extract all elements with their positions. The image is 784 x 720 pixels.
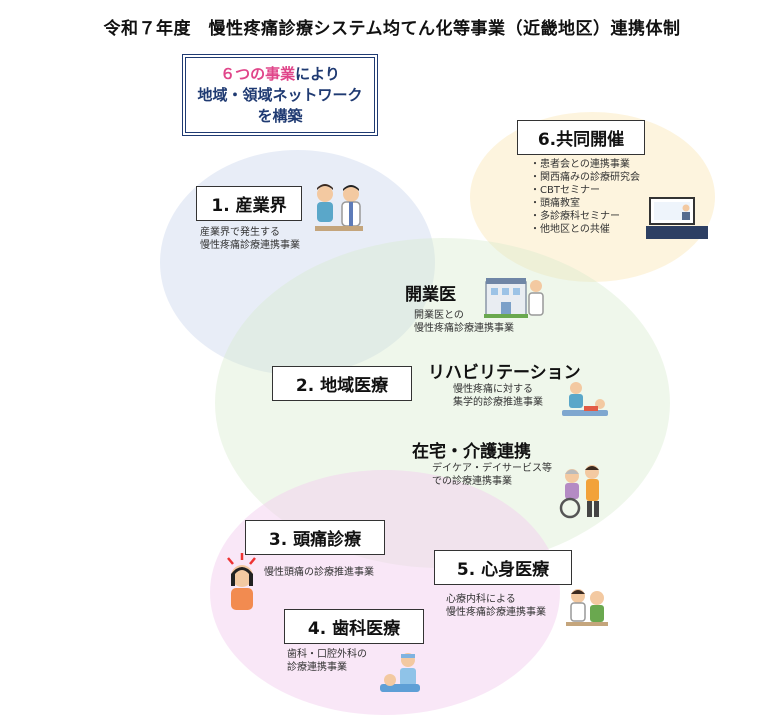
- joint-event-item: ・頭痛教室: [530, 198, 580, 209]
- headache-description: 慢性頭痛の診療推進事業: [264, 566, 374, 579]
- logo-line-1-accent: ６つの事業: [220, 65, 296, 83]
- industry-label-box: 1. 産業界: [196, 186, 302, 221]
- wheelchair-caregiver-icon: [559, 465, 599, 519]
- rehab-desc-line: 集学的診療推進事業: [453, 397, 543, 408]
- industry-description: 産業界で発生する 慢性疼痛診療連携事業: [200, 226, 300, 252]
- dental-label-box: 4. 歯科医療: [284, 609, 424, 644]
- industry-desc-line: 産業界で発生する: [200, 227, 280, 238]
- page-title: 令和７年度 慢性疼痛診療システム均てん化等事業（近畿地区）連携体制: [103, 19, 681, 39]
- doctor-patient-consultation-icon: [315, 184, 363, 231]
- psychosomatic-description: 心療内科による 慢性疼痛診療連携事業: [446, 593, 546, 619]
- psychosomatic-desc-line: 慢性疼痛診療連携事業: [446, 607, 546, 618]
- rehab-description: 慢性疼痛に対する 集学的診療推進事業: [453, 383, 543, 409]
- joint-event-label-box: 6.共同開催: [517, 120, 645, 155]
- industry-desc-line: 慢性疼痛診療連携事業: [200, 240, 300, 251]
- online-seminar-icon: [646, 197, 708, 239]
- logo-line-1: ６つの事業により: [186, 64, 374, 85]
- clinic-desc-line: 慢性疼痛診療連携事業: [414, 323, 514, 334]
- joint-event-item: ・患者会との連携事業: [530, 159, 630, 170]
- psychosomatic-label-box: 5. 心身医療: [434, 550, 572, 585]
- homecare-desc-line: デイケア・デイサービス等: [432, 463, 552, 474]
- clinic-description: 開業医との 慢性疼痛診療連携事業: [414, 309, 514, 335]
- headache-woman-icon: [227, 553, 256, 610]
- joint-event-item: ・関西痛みの診療研究会: [530, 172, 640, 183]
- dental-description: 歯科・口腔外科の 診療連携事業: [287, 648, 367, 674]
- rehab-heading: リハビリテーション: [428, 363, 581, 383]
- homecare-description: デイケア・デイサービス等 での診療連携事業: [432, 462, 552, 488]
- joint-event-item: ・多診療科セミナー: [530, 211, 620, 222]
- clinic-building-doctor-icon: [484, 278, 544, 318]
- homecare-desc-line: での診療連携事業: [432, 476, 512, 487]
- clinic-heading: 開業医: [405, 285, 456, 305]
- logo-line-2: 地域・領域ネットワーク: [197, 86, 363, 104]
- headache-label-box: 3. 頭痛診療: [245, 520, 385, 555]
- dental-desc-line: 歯科・口腔外科の: [287, 649, 367, 660]
- joint-event-item: ・他地区との共催: [530, 224, 610, 235]
- joint-event-item: ・CBTセミナー: [530, 185, 600, 196]
- joint-event-list: ・患者会との連携事業 ・関西痛みの診療研究会 ・CBTセミナー ・頭痛教室 ・多…: [530, 158, 640, 236]
- rehabilitation-therapy-icon: [562, 382, 608, 416]
- psychosomatic-desc-line: 心療内科による: [446, 594, 516, 605]
- logo-line-3: を構築: [257, 107, 303, 125]
- headache-desc-line: 慢性頭痛の診療推進事業: [264, 567, 374, 578]
- homecare-heading: 在宅・介護連携: [412, 442, 531, 462]
- clinic-desc-line: 開業医との: [414, 310, 464, 321]
- regional-medicine-label-box: 2. 地域医療: [272, 366, 412, 401]
- six-projects-logo-box: ６つの事業により 地域・領域ネットワーク を構築: [182, 54, 378, 136]
- dental-desc-line: 診療連携事業: [287, 662, 347, 673]
- counseling-doctor-icon: [566, 589, 608, 626]
- logo-line-1-rest: により: [295, 65, 340, 83]
- headache-dental-circle: [210, 470, 560, 715]
- dentist-patient-icon: [380, 653, 420, 692]
- rehab-desc-line: 慢性疼痛に対する: [453, 384, 533, 395]
